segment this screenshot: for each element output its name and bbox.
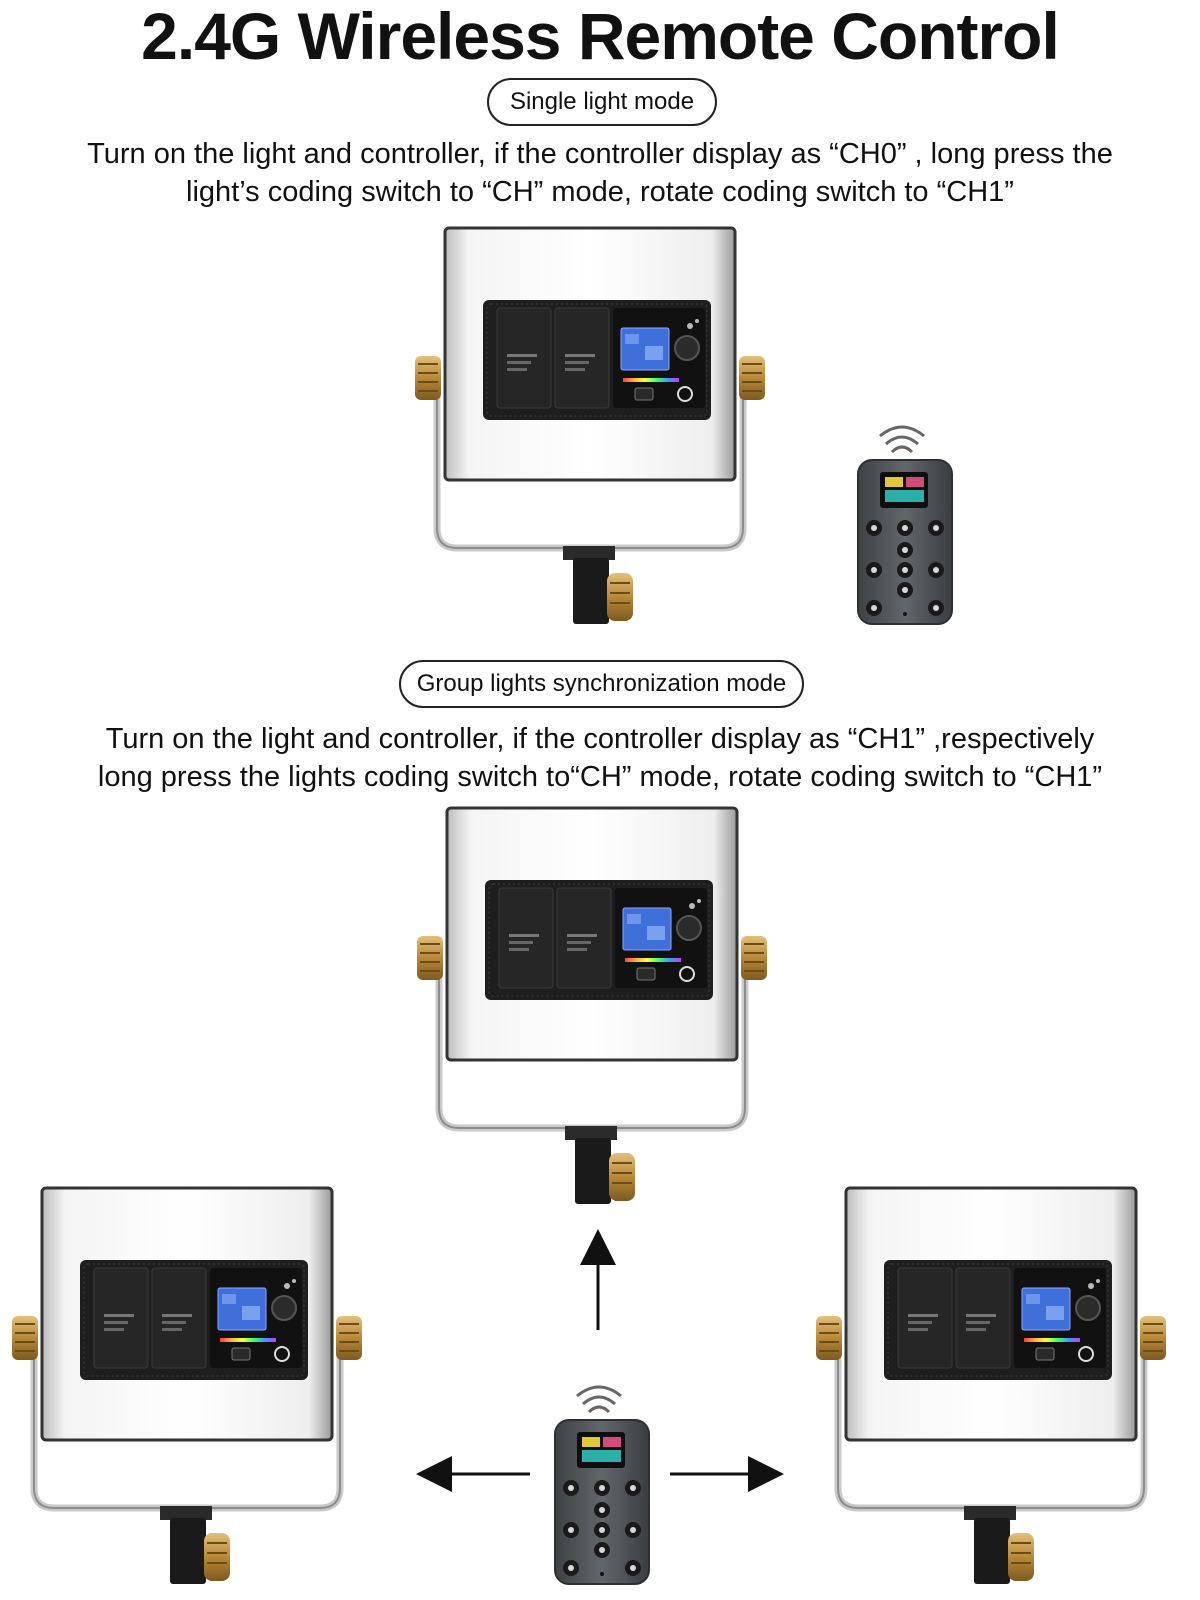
single-light-mode-label: Single light mode [487,78,717,126]
led-panel-light-icon [415,228,765,624]
led-panel-light-icon [417,808,767,1204]
group-mode-description-line1: Turn on the light and controller, if the… [105,723,1095,755]
group-sync-mode-label: Group lights synchronization mode [399,660,804,708]
remote-controller-icon [856,425,954,626]
group-mode-description: Turn on the light and controller, if the… [0,720,1200,796]
led-panel-light-icon [816,1188,1166,1584]
single-mode-description-line2: light’s coding switch to “CH” mode, rota… [186,176,1014,208]
group-mode-description-line2: long press the lights coding switch to“C… [97,761,1103,793]
led-panel-light-icon [12,1188,362,1584]
single-mode-description: Turn on the light and controller, if the… [0,135,1200,211]
remote-controller-icon [553,1385,651,1586]
single-mode-description-line1: Turn on the light and controller, if the… [87,138,1113,170]
page-title: 2.4G Wireless Remote Control [141,0,1060,73]
